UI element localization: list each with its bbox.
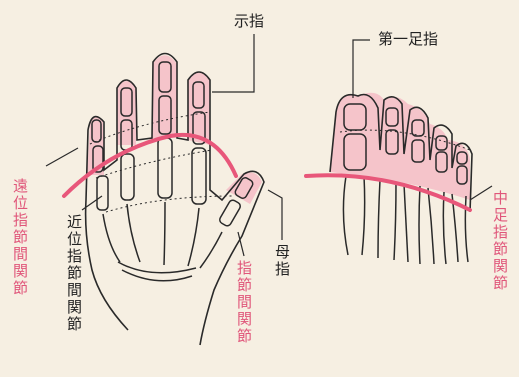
leader-big-toe (353, 40, 370, 98)
label-ip: 指節間関節 (236, 260, 252, 345)
leader-index-finger (212, 34, 254, 92)
leader-dip (46, 148, 78, 166)
hand (64, 54, 264, 346)
foot (306, 93, 472, 264)
label-thumb: 母指 (274, 244, 290, 278)
leader-thumb (268, 190, 282, 240)
leader-ip (238, 232, 244, 256)
label-pip: 近位指節間関節 (66, 214, 82, 333)
label-big-toe: 第一足指 (378, 30, 438, 48)
hand-finger-tint (117, 81, 136, 145)
label-dip: 遠位指節間関節 (12, 178, 28, 297)
leader-mtp (470, 186, 492, 200)
label-mtp: 中足指節関節 (492, 190, 508, 292)
leader-pip (82, 196, 102, 210)
label-index-finger: 示指 (234, 12, 264, 30)
